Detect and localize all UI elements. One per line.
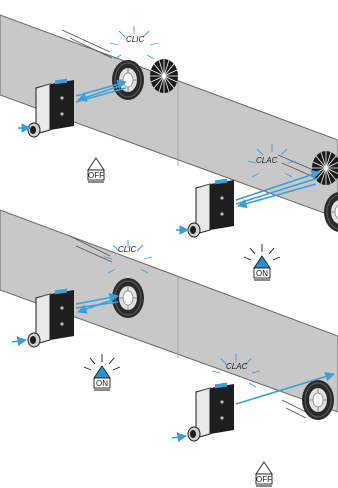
cable-arrow	[12, 340, 26, 342]
event-label-clic: CLIC	[126, 35, 144, 44]
scene-2: CLIC ON CLAC OFF	[0, 210, 338, 486]
svg-text:OFF: OFF	[256, 475, 272, 484]
event-label-clac: CLAC	[226, 362, 248, 371]
cable-arrow	[172, 436, 186, 438]
event-label-clic: CLIC	[118, 245, 136, 254]
svg-text:OFF: OFF	[88, 171, 104, 180]
indicator-on: ON	[244, 244, 280, 280]
svg-text:ON: ON	[256, 269, 268, 278]
wheel	[302, 380, 334, 420]
sensor	[188, 179, 234, 237]
wheel	[112, 278, 144, 318]
sensor	[188, 383, 234, 441]
indicator-on: ON	[84, 354, 120, 390]
reflector-disc	[150, 59, 178, 93]
indicator-off: OFF	[256, 462, 272, 486]
wheel	[112, 60, 144, 100]
indicator-off: OFF	[88, 158, 104, 182]
svg-text:ON: ON	[96, 379, 108, 388]
event-label-clac: CLAC	[256, 156, 278, 165]
reflector-disc	[312, 151, 338, 185]
